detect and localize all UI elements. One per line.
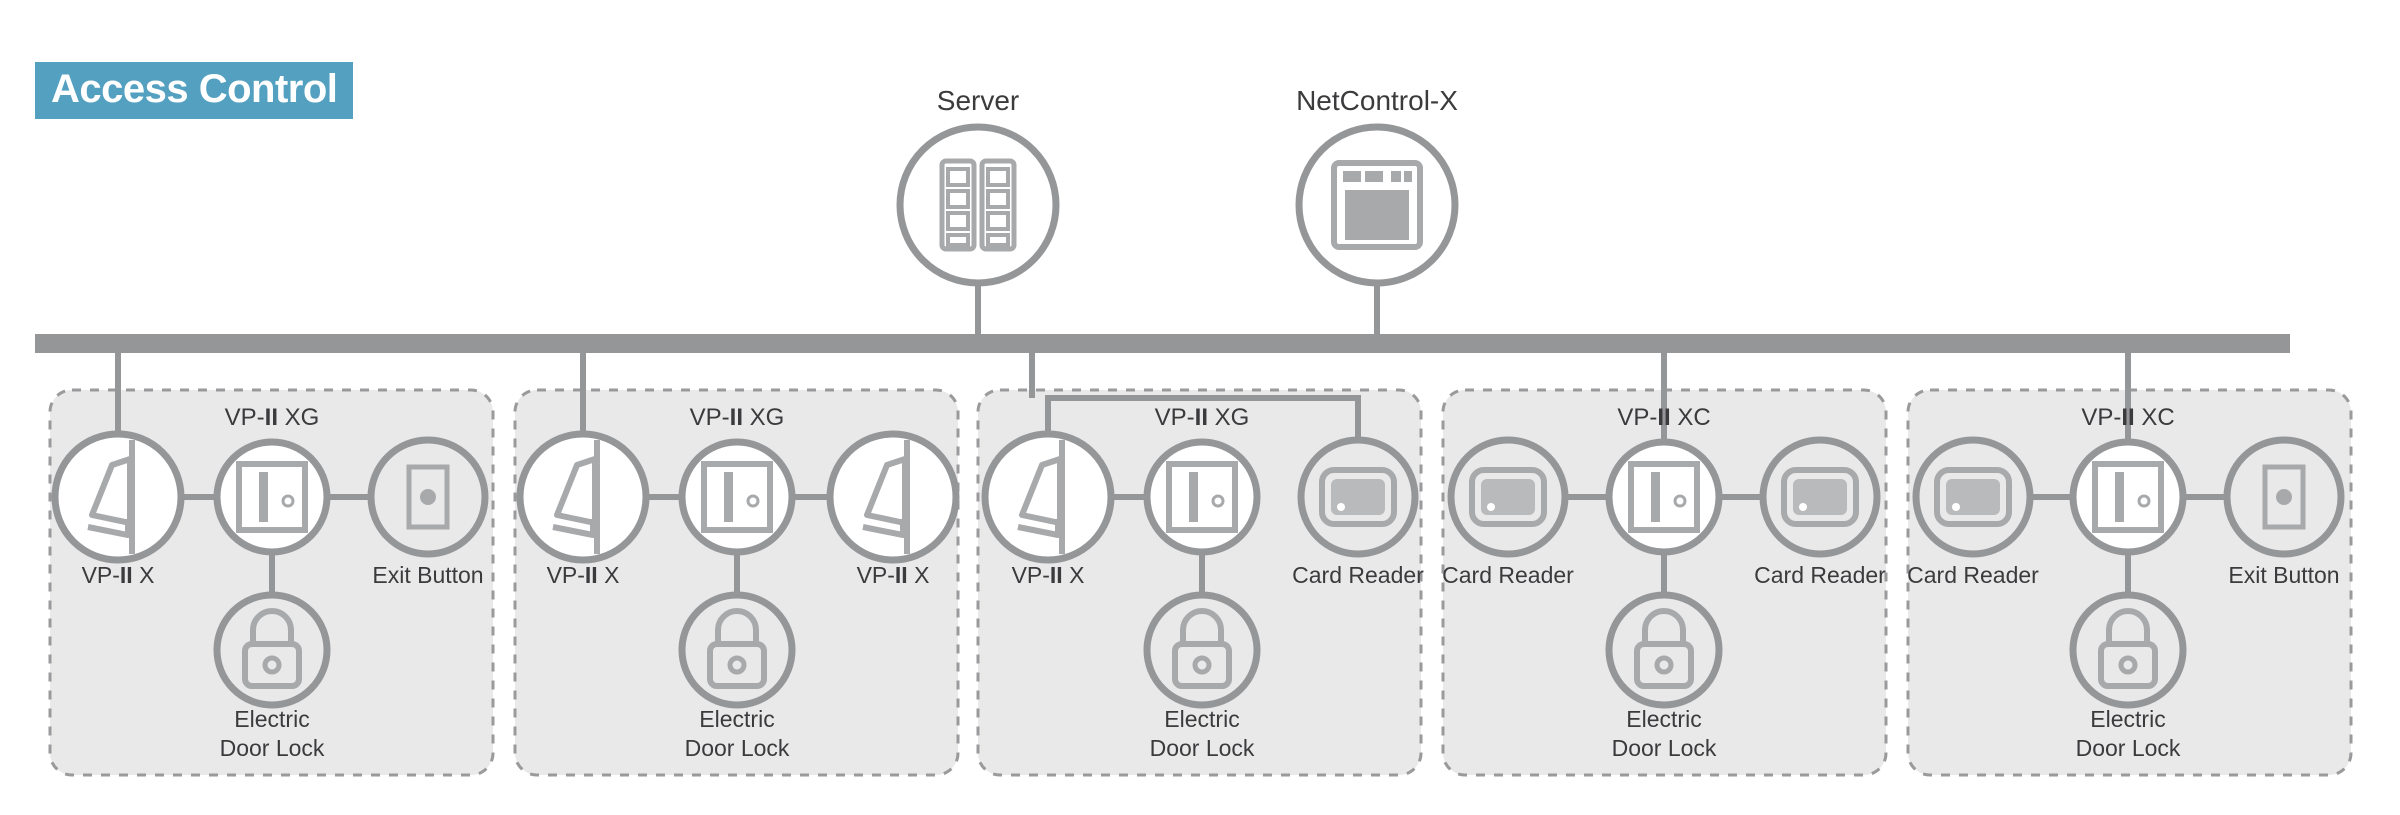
device-label-g1-exit: Exit Button [372,562,483,588]
controller-label-ctrl-3: VP-II XG [1155,404,1250,431]
controller-node-ctrl-3[interactable] [1143,438,1261,556]
device-node-g3-lock[interactable] [1143,591,1261,709]
controller-node-ctrl-1[interactable] [213,438,331,556]
device-label-server: Server [937,85,1019,116]
device-node-g5-exit[interactable] [2223,436,2345,558]
device-node-g4-cardreader-right[interactable] [1759,436,1881,558]
controller-label-ctrl-4: VP-II XC [1617,404,1710,431]
server-rack-icon [942,161,1014,249]
device-node-netcontrol-x[interactable] [1295,123,1459,287]
device-node-g2-lock[interactable] [678,591,796,709]
network-controller-icon [1334,163,1420,247]
device-node-g1-vp2x[interactable] [51,430,185,564]
device-node-g1-lock[interactable] [213,591,331,709]
device-label-g4-cardreader-left: Card Reader [1442,562,1574,588]
connection-links-layer [115,281,2229,597]
device-label-g3-cardreader: Card Reader [1292,562,1424,588]
backbone-layer [35,334,2290,353]
device-node-g2-vp2x-right[interactable] [826,430,960,564]
device-node-g4-lock[interactable] [1605,591,1723,709]
device-label-g1-vp2x: VP-II X [82,562,155,588]
controller-node-ctrl-5[interactable] [2069,438,2187,556]
controller-node-ctrl-4[interactable] [1605,438,1723,556]
device-label-netcontrol-x: NetControl-X [1296,85,1458,116]
device-node-g1-exit[interactable] [367,436,489,558]
device-label-g5-exit: Exit Button [2228,562,2339,588]
device-nodes-layer [51,123,2345,709]
network-bus [35,334,2290,353]
device-node-server[interactable] [896,123,1060,287]
device-node-g3-cardreader[interactable] [1297,436,1419,558]
device-label-g3-vp2x: VP-II X [1012,562,1085,588]
device-node-g4-cardreader-left[interactable] [1447,436,1569,558]
device-label-g2-vp2x-left: VP-II X [547,562,620,588]
device-node-g5-lock[interactable] [2069,591,2187,709]
page-title-badge: Access Control [35,62,354,119]
controller-node-ctrl-2[interactable] [678,438,796,556]
device-node-g3-vp2x[interactable] [981,430,1115,564]
device-label-g2-vp2x-right: VP-II X [857,562,930,588]
device-label-g4-cardreader-right: Card Reader [1754,562,1886,588]
device-node-g2-vp2x-left[interactable] [516,430,650,564]
controller-label-ctrl-1: VP-II XG [225,404,320,431]
controller-label-ctrl-5: VP-II XC [2081,404,2174,431]
device-label-g5-cardreader: Card Reader [1907,562,2039,588]
controller-label-ctrl-2: VP-II XG [690,404,785,431]
device-node-g5-cardreader[interactable] [1912,436,2034,558]
device-labels-layer: Server NetControl-X VP-II XG VP-II X Exit Bu… [82,85,2340,761]
